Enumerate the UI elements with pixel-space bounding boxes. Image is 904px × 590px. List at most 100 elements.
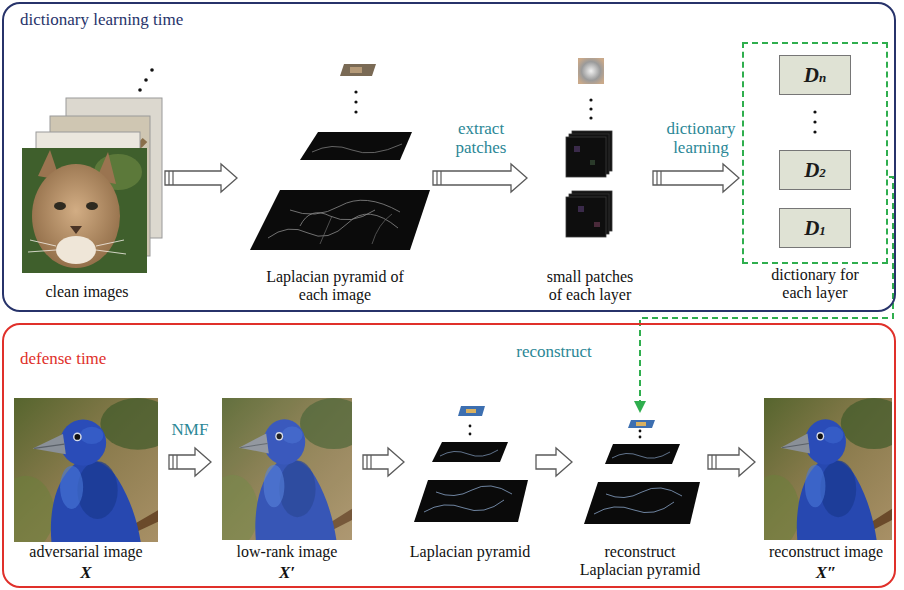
patch-figure xyxy=(589,107,592,110)
process-arrow xyxy=(708,448,755,476)
laplacian-pyramid-figure xyxy=(354,90,357,93)
block-arrow xyxy=(708,448,755,476)
output-pyramid-figure xyxy=(605,444,680,464)
caption-text: reconstruct Laplacian pyramid xyxy=(575,543,705,580)
clean-image-stack xyxy=(22,68,162,273)
caption-text: reconstruct image xyxy=(769,543,883,561)
dictionary-dots xyxy=(813,110,816,113)
caption-group: small patches of each layer xyxy=(530,268,650,305)
arrow-tail-stripe xyxy=(172,455,173,469)
dictionary-box: Dn xyxy=(779,55,851,95)
laplacian-pyramid-figure xyxy=(312,144,402,153)
block-arrow xyxy=(653,164,739,192)
dictionary-box: D2 xyxy=(779,150,851,190)
output-pyramid-figure xyxy=(636,422,646,426)
patch-figure xyxy=(578,206,584,212)
bird-photos xyxy=(206,398,367,549)
input-pyramid-figure xyxy=(469,425,472,428)
clean-image-stack xyxy=(144,78,148,82)
stage-title: defense time xyxy=(20,349,106,369)
arrow-tail-stripe xyxy=(436,171,437,185)
process-arrow xyxy=(363,448,404,476)
process-arrow xyxy=(165,164,237,192)
patch-node: small patches of each layer xyxy=(530,95,650,310)
clean-image-stack xyxy=(54,202,66,210)
caption-group: Laplacian pyramid of each image xyxy=(240,268,430,305)
patch-figure xyxy=(589,98,592,101)
clean-image-stack xyxy=(56,236,96,264)
edge-label: reconstruct xyxy=(516,342,592,362)
process-arrow xyxy=(169,448,211,476)
edge-label: extract patches xyxy=(445,119,517,158)
pyramid-node: Laplacian pyramid of each image xyxy=(240,95,430,310)
process-arrow xyxy=(653,164,739,192)
arrow-tail-stripe xyxy=(656,171,657,185)
bird-photos xyxy=(749,398,904,549)
patch-figure xyxy=(590,160,595,165)
bird-photos xyxy=(0,398,904,551)
process-arrow xyxy=(433,164,527,192)
image-node: low-rank imageX′ xyxy=(214,395,360,586)
output-pyramid-figure xyxy=(584,482,700,524)
caption-text: Laplacian pyramid of each image xyxy=(260,268,410,305)
output-pyramid-figure xyxy=(612,452,670,458)
input-pyramid-figure xyxy=(458,406,485,416)
clean-image-stack xyxy=(22,148,147,273)
output-pyramid-figure xyxy=(628,420,655,428)
arrow-tail-stripe xyxy=(715,455,716,469)
clean-image-stack xyxy=(70,226,82,234)
output-pyramid-figure xyxy=(584,420,700,524)
caption-group: reconstruct imageX″ xyxy=(758,543,894,583)
matrix-symbol: X″ xyxy=(816,563,837,583)
laplacian-pyramid-figure xyxy=(250,190,430,250)
clean-image-stack xyxy=(86,202,98,210)
image-node: clean images xyxy=(12,95,162,310)
pyramid-node: reconstruct Laplacian pyramid xyxy=(575,415,705,586)
arrow-tail-stripe xyxy=(440,171,441,185)
patch-figure xyxy=(574,146,580,152)
caption-text: clean images xyxy=(45,283,128,301)
dictionary-label: D2 xyxy=(804,158,826,182)
clean-image-stack xyxy=(150,68,154,72)
patch-figure xyxy=(566,137,606,177)
block-arrow xyxy=(433,164,527,192)
laplacian-pyramid-figure xyxy=(350,67,362,73)
arrow-tail-stripe xyxy=(168,171,169,185)
arrow-tail-stripe xyxy=(366,455,367,469)
laplacian-pyramid-figure xyxy=(354,110,357,113)
image-node: reconstruct imageX″ xyxy=(758,395,894,586)
arrow-head xyxy=(634,401,646,413)
matrix-symbol: X xyxy=(80,563,91,583)
dictionary-label: Dn xyxy=(804,63,826,87)
dictionary-dots xyxy=(813,120,816,123)
input-pyramid-figure xyxy=(469,433,472,436)
clean-image-stack xyxy=(32,164,120,268)
dictionary-dots xyxy=(813,110,816,133)
laplacian-pyramid-figure xyxy=(320,214,392,244)
input-pyramid-figure xyxy=(414,406,528,522)
stage-title: dictionary learning time xyxy=(20,10,183,30)
caption-text: small patches of each layer xyxy=(542,268,638,305)
clean-image-stack xyxy=(138,88,142,92)
caption-text: dictionary for each layer xyxy=(759,266,871,303)
arrow-tail-stripe xyxy=(172,171,173,185)
dictionary-label: D1 xyxy=(804,216,826,240)
patch-figure xyxy=(566,197,606,237)
process-arrow xyxy=(536,448,572,476)
input-pyramid-figure xyxy=(432,442,508,462)
caption-group: reconstruct Laplacian pyramid xyxy=(575,543,705,580)
patch-figure xyxy=(589,116,592,119)
caption-text: adversarial image xyxy=(29,543,142,561)
caption-group: adversarial imageX xyxy=(6,543,166,583)
pyramid-node: Laplacian pyramid xyxy=(407,395,533,586)
dictionary-feed-arrow xyxy=(634,177,893,413)
matrix-symbol: X′ xyxy=(279,563,295,583)
image-node: adversarial imageX xyxy=(6,395,166,586)
clean-image-stack xyxy=(28,240,126,254)
dashed-connector xyxy=(640,177,893,403)
patch-figure xyxy=(578,58,604,84)
